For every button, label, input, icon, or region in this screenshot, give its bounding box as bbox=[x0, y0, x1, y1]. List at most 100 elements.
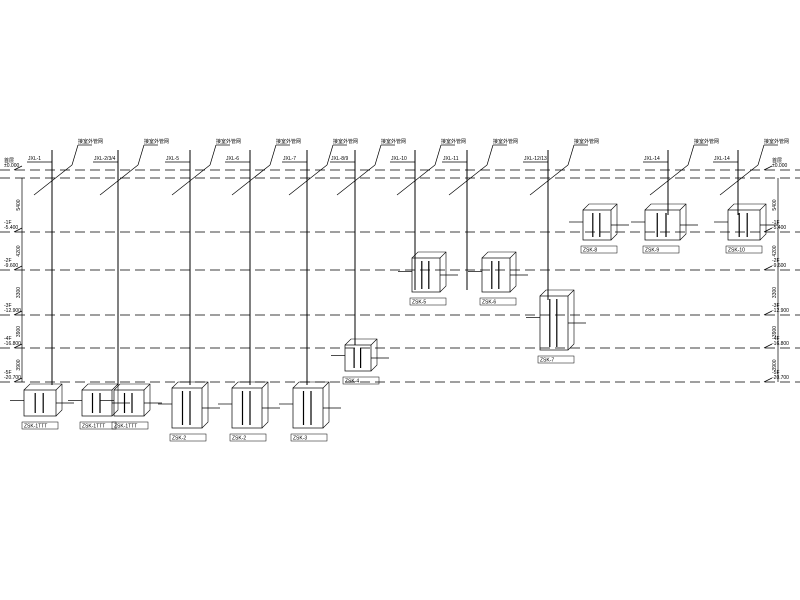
level-mark bbox=[13, 265, 23, 271]
tank-tag-box bbox=[342, 376, 380, 385]
leader-line bbox=[687, 144, 695, 166]
level-mark bbox=[763, 310, 773, 316]
floor-label: -2F bbox=[772, 258, 780, 264]
tank-box bbox=[344, 344, 372, 372]
level-mark bbox=[763, 265, 773, 271]
tank-edge bbox=[261, 381, 269, 389]
tank-edge bbox=[439, 251, 447, 259]
dimension-text: 3300 bbox=[16, 287, 22, 298]
riser-diagonal-leader bbox=[288, 164, 328, 196]
leader-line bbox=[757, 144, 765, 166]
riser-tag: JXL-7 bbox=[283, 156, 296, 162]
tank-edge bbox=[201, 381, 209, 389]
tank-edge bbox=[143, 383, 151, 391]
riser-diagonal-leader bbox=[529, 164, 569, 196]
riser-tag: JXL-1 bbox=[28, 156, 41, 162]
floor-label: -1F bbox=[772, 220, 780, 226]
tank-tag: ZSK-5 bbox=[412, 300, 426, 306]
leader-line bbox=[434, 144, 442, 166]
tank-tag-box bbox=[409, 297, 447, 306]
leader-line bbox=[209, 144, 217, 166]
tank-edge bbox=[322, 381, 330, 389]
riser-tag: JXL-10 bbox=[391, 156, 407, 162]
floor-level: -12.900 bbox=[772, 308, 789, 314]
tank-box bbox=[171, 387, 203, 429]
floor-label: 首层 bbox=[4, 157, 14, 164]
floor-level: ±0.000 bbox=[4, 163, 19, 169]
tank-tag-box bbox=[642, 245, 680, 254]
riser-note: 接室外管网 bbox=[144, 138, 169, 145]
riser-note: 接室外管网 bbox=[216, 138, 241, 145]
leader-line bbox=[326, 144, 334, 166]
floor-label: -3F bbox=[4, 303, 12, 309]
tank-edge bbox=[111, 383, 119, 391]
tank-tag: ZSK-7 bbox=[540, 358, 554, 364]
riser-diagonal-leader bbox=[171, 164, 211, 196]
riser-diagonal-leader bbox=[719, 164, 759, 196]
leader-line bbox=[486, 144, 494, 166]
tank-box bbox=[582, 209, 612, 241]
riser-tag: JXL-5 bbox=[166, 156, 179, 162]
level-mark bbox=[13, 165, 23, 171]
tank-tag-box bbox=[479, 297, 517, 306]
level-mark bbox=[13, 227, 23, 233]
floor-level: -5.400 bbox=[4, 225, 18, 231]
tank-box bbox=[23, 389, 57, 417]
floor-label: -4F bbox=[4, 336, 12, 342]
floor-label: -5F bbox=[4, 370, 12, 376]
floor-level: -9.600 bbox=[772, 263, 786, 269]
tank-tag-box bbox=[111, 421, 149, 430]
tank-tag-box bbox=[21, 421, 59, 430]
tank-box bbox=[727, 209, 761, 241]
tank-tag: ZSK-9 bbox=[645, 248, 659, 254]
tank-tag: ZSK-4 bbox=[345, 379, 359, 385]
tank-tag: ZSK-3 bbox=[293, 436, 307, 442]
tank-tag-box bbox=[79, 421, 117, 430]
dimension-text: 5400 bbox=[772, 199, 778, 210]
tank-edge bbox=[679, 203, 687, 211]
tank-box bbox=[231, 387, 263, 429]
floor-level: -16.800 bbox=[772, 341, 789, 347]
riser-tag: JXL-11 bbox=[443, 156, 459, 162]
dimension-text: 3300 bbox=[772, 287, 778, 298]
floor-label: -1F bbox=[4, 220, 12, 226]
riser-diagonal-leader bbox=[33, 164, 73, 196]
riser-diagonal-leader bbox=[649, 164, 689, 196]
floor-level: -5.400 bbox=[772, 225, 786, 231]
level-mark bbox=[763, 343, 773, 349]
riser-diagonal-leader bbox=[336, 164, 376, 196]
riser-note: 接室外管网 bbox=[764, 138, 789, 145]
floor-level: -12.900 bbox=[4, 308, 21, 314]
level-mark bbox=[763, 165, 773, 171]
tank-tag: ZSK-2 bbox=[172, 436, 186, 442]
tank-edge bbox=[509, 251, 517, 259]
tank-tag: ZSK-2 bbox=[232, 436, 246, 442]
floor-level: -9.600 bbox=[4, 263, 18, 269]
floor-label: -5F bbox=[772, 370, 780, 376]
level-mark bbox=[13, 343, 23, 349]
floor-level: -20.700 bbox=[772, 375, 789, 381]
dimension-text: 4200 bbox=[772, 245, 778, 256]
riser-tag: JXL-12/13 bbox=[524, 156, 547, 162]
riser-diagonal-leader bbox=[231, 164, 271, 196]
floor-label: -3F bbox=[772, 303, 780, 309]
level-mark bbox=[763, 377, 773, 383]
tank-tag-box bbox=[290, 433, 328, 442]
tank-box bbox=[644, 209, 681, 241]
floor-label: -2F bbox=[4, 258, 12, 264]
dimension-text: 3900 bbox=[772, 326, 778, 337]
riser-note: 接室外管网 bbox=[276, 138, 301, 145]
tank-tag-box bbox=[725, 245, 763, 254]
riser-tag: JXL-6 bbox=[226, 156, 239, 162]
floor-label: -4F bbox=[772, 336, 780, 342]
dimension-text: 3900 bbox=[772, 359, 778, 370]
dimension-text: 3900 bbox=[16, 359, 22, 370]
level-mark bbox=[13, 377, 23, 383]
leader-line bbox=[71, 144, 79, 166]
tank-tag: ZSK-8 bbox=[583, 248, 597, 254]
tank-tag-box bbox=[537, 355, 575, 364]
riser-note: 接室外管网 bbox=[381, 138, 406, 145]
riser-tag: JXL-8/9 bbox=[331, 156, 348, 162]
riser-diagonal-leader bbox=[448, 164, 488, 196]
tank-edge bbox=[610, 203, 618, 211]
